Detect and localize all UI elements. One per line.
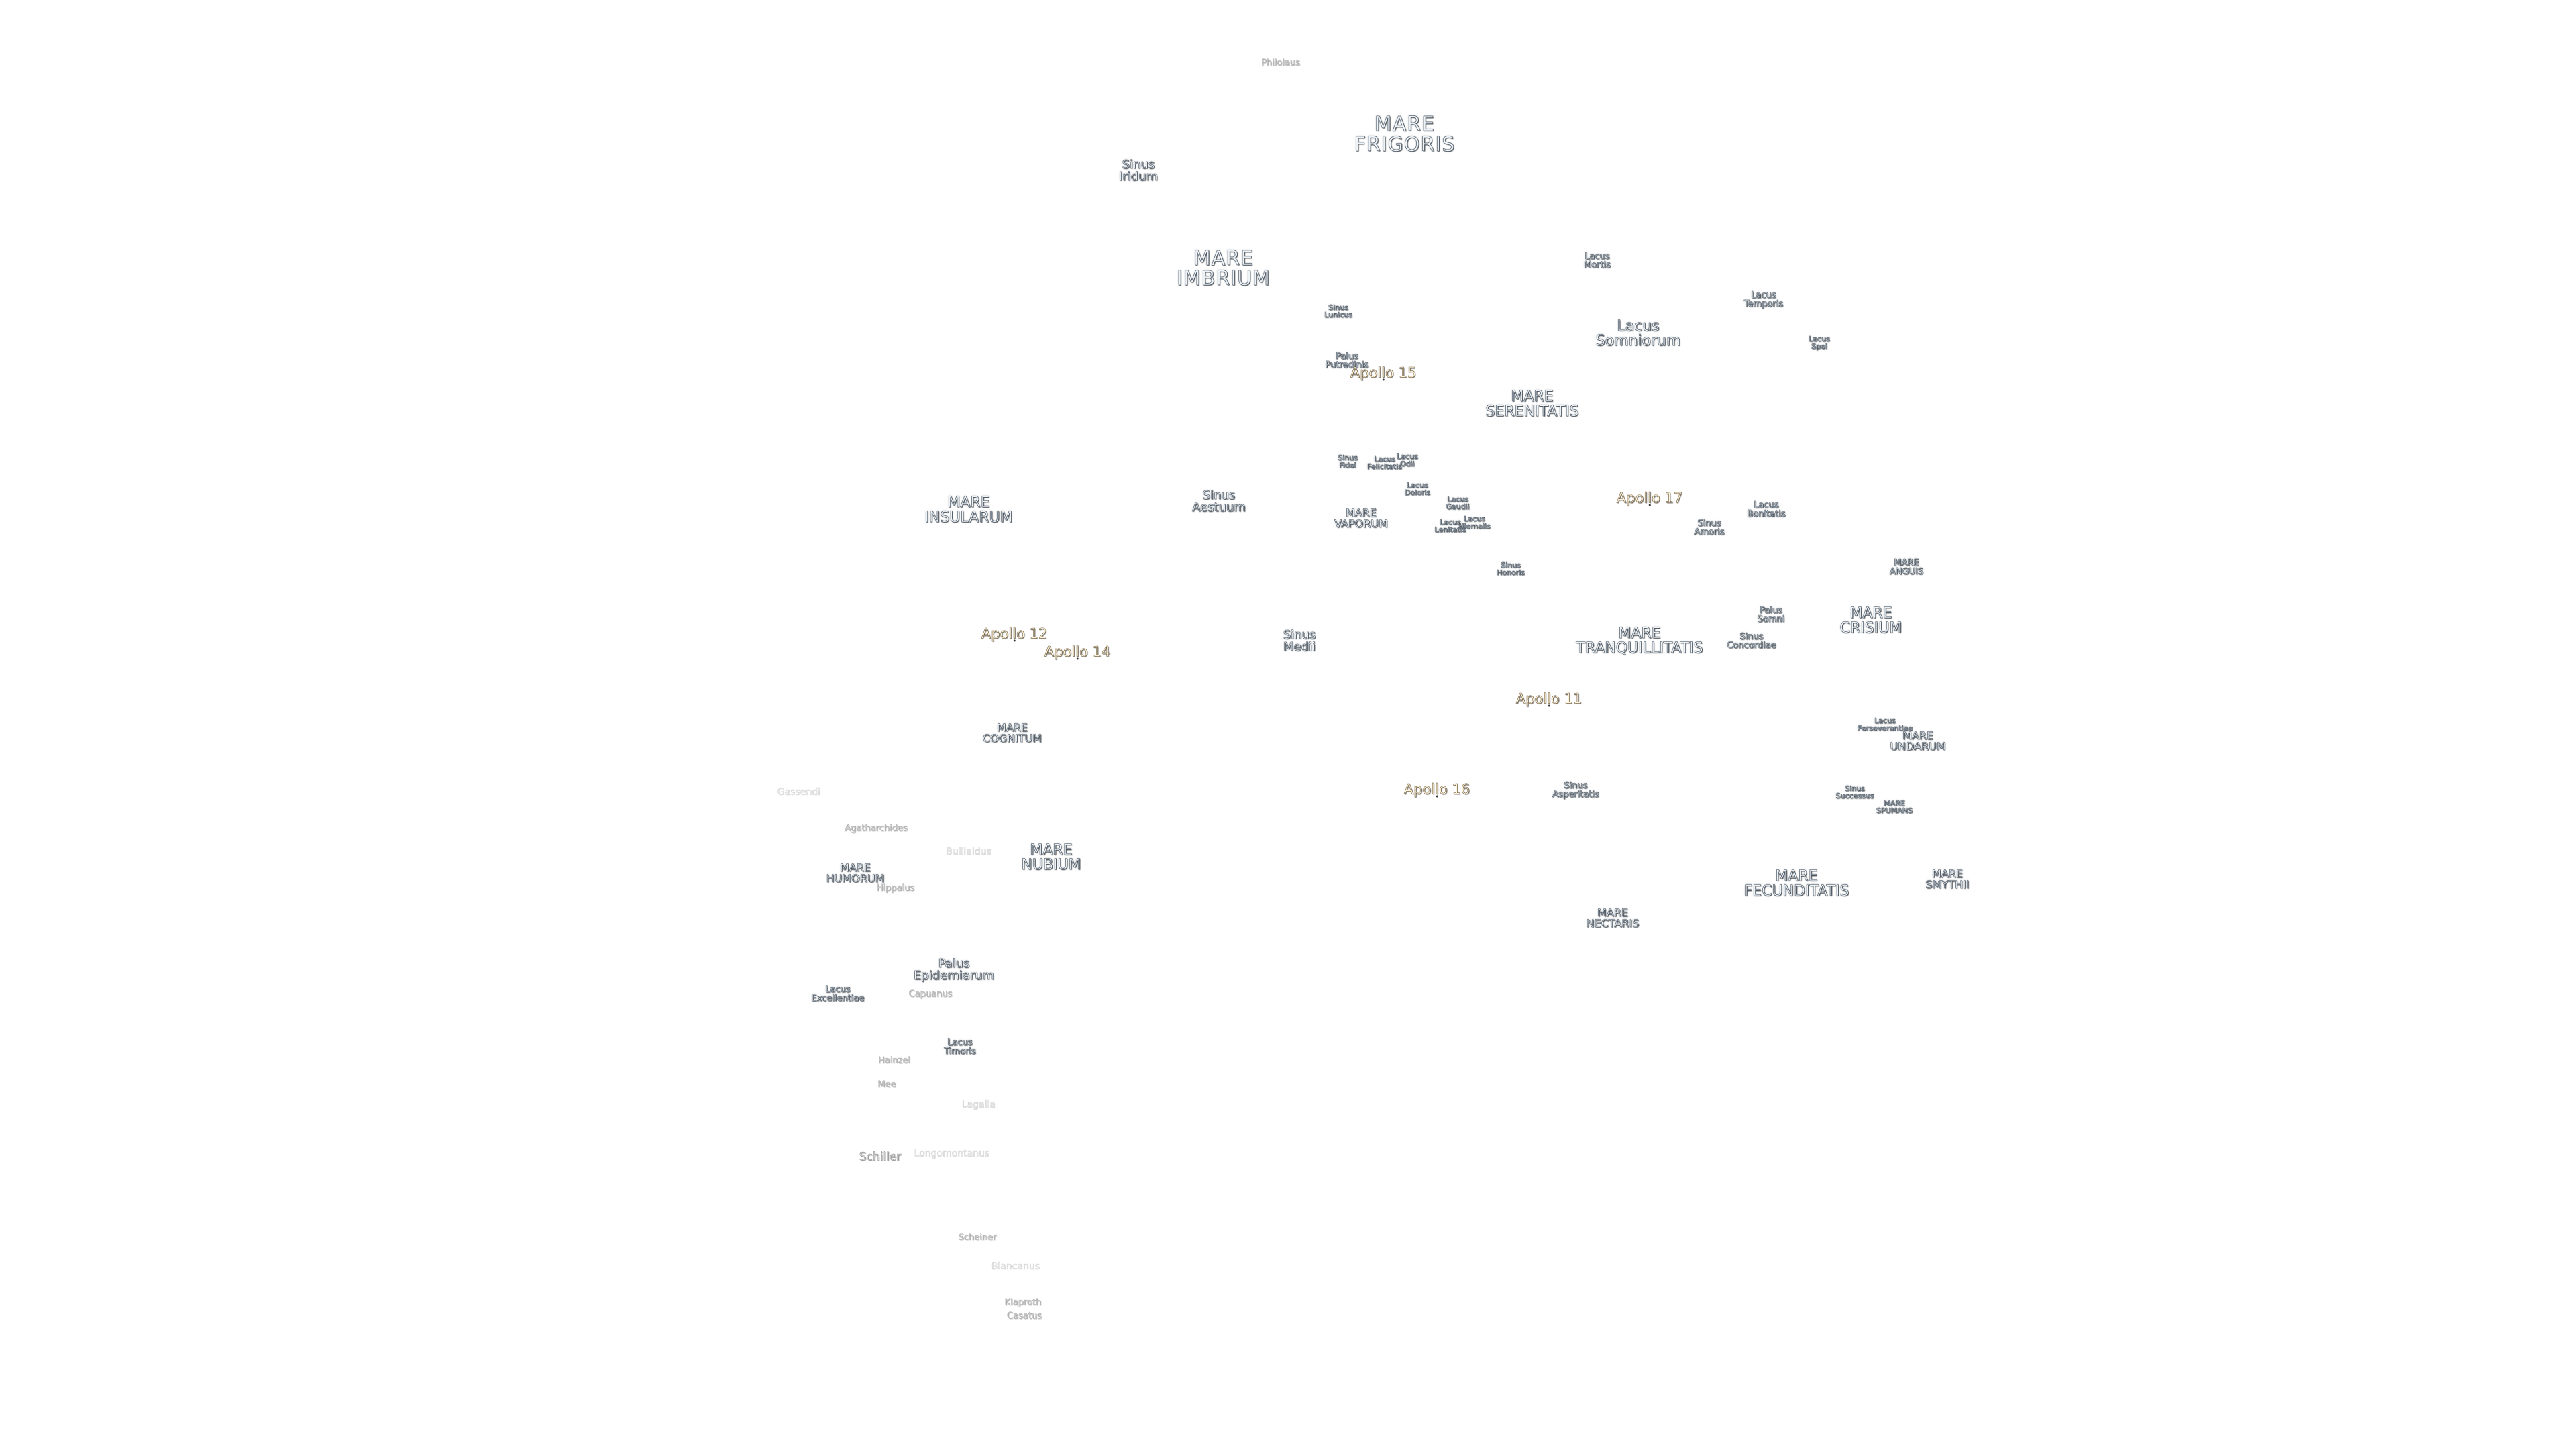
map-label-lacus-temporis: Lacus Temporis	[1743, 290, 1784, 309]
map-label-mare-spumans: MARE SPUMANS	[1876, 799, 1913, 815]
map-label-bullialdus: Bullialdus	[946, 847, 991, 857]
map-label-lacus-somniorum: Lacus Somniorum	[1595, 318, 1681, 350]
map-label-mare-smythii: MARE SMYTHII	[1925, 867, 1970, 891]
map-label-lagalla: Lagalla	[961, 1099, 996, 1110]
landing-site-apollo-16: Apollo 16	[1403, 781, 1470, 798]
map-label-sinus-fidei: Sinus Fidei	[1338, 453, 1358, 470]
map-label-hainzel: Hainzel	[877, 1055, 911, 1066]
map-label-lacus-hiemalis: Lacus Hiemalis	[1458, 515, 1491, 531]
map-label-schiller: Schiller	[859, 1150, 902, 1164]
map-label-sinus-medii: Sinus Medii	[1283, 628, 1316, 654]
map-label-mare-anguis: MARE ANGUIS	[1889, 558, 1924, 577]
map-label-lacus-timoris: Lacus Timoris	[944, 1038, 976, 1057]
map-label-lacus-felicitatis: Lacus Felicitatis	[1367, 455, 1402, 471]
map-label-mare-crisium: MARE CRISIUM	[1839, 605, 1902, 637]
map-label-sinus-concordiae: Sinus Concordiae	[1727, 632, 1776, 651]
map-label-casatus: Casatus	[1007, 1311, 1042, 1322]
landing-site-apollo-11: Apollo 11	[1515, 690, 1582, 707]
map-label-lacus-doloris: Lacus Doloris	[1404, 481, 1431, 497]
map-label-longomontanus: Longomontanus	[914, 1148, 990, 1159]
map-label-sinus-iridum: Sinus Iridum	[1118, 158, 1159, 184]
map-label-agatharchides: Agatharchides	[845, 823, 908, 834]
map-label-lacus-mortis: Lacus Mortis	[1584, 252, 1611, 270]
map-label-mare-vaporum: MARE VAPORUM	[1334, 506, 1388, 530]
map-label-lacus-excellentiae: Lacus Excellentiae	[811, 985, 865, 1004]
map-label-sinus-amoris: Sinus Amoris	[1694, 519, 1725, 537]
map-label-mare-imbrium: MARE IMBRIUM	[1177, 247, 1271, 290]
map-label-sinus-honoris: Sinus Honoris	[1496, 561, 1525, 577]
map-label-lacus-perseverantiae: Lacus Perseverantiae	[1857, 716, 1913, 733]
map-label-klaproth: Klaproth	[1004, 1297, 1042, 1308]
map-label-palus-somni: Palus Somni	[1757, 606, 1785, 625]
landing-site-apollo-14: Apollo 14	[1044, 643, 1111, 660]
map-label-mare-nubium: MARE NUBIUM	[1021, 842, 1081, 873]
map-label-mee: Mee	[877, 1079, 896, 1090]
map-label-hippalus: Hippalus	[876, 883, 915, 894]
map-label-lacus-lenitatis: Lacus Lenitatis	[1434, 518, 1466, 534]
map-label-lacus-gaudii: Lacus Gaudii	[1446, 495, 1470, 511]
landing-site-apollo-12: Apollo 12	[981, 625, 1048, 642]
map-label-mare-insularum: MARE INSULARUM	[924, 494, 1013, 526]
map-label-mare-frigoris: MARE FRIGORIS	[1354, 113, 1456, 156]
map-label-mare-nectaris: MARE NECTARIS	[1586, 906, 1640, 930]
map-label-sinus-successus: Sinus Successus	[1835, 784, 1874, 800]
map-label-palus-putredinis: Palus Putredinis	[1325, 352, 1369, 370]
map-label-blancanus: Blancanus	[991, 1261, 1040, 1272]
map-label-mare-undarum: MARE UNDARUM	[1890, 729, 1946, 753]
map-label-lacus-spei: Lacus Spei	[1809, 335, 1830, 351]
map-label-sinus-asperitatis: Sinus Asperitatis	[1552, 781, 1599, 800]
map-label-mare-cognitum: MARE COGNITUM	[982, 721, 1042, 745]
map-label-gassendi: Gassendi	[777, 787, 821, 798]
map-label-mare-humorum: MARE HUMORUM	[826, 861, 885, 885]
map-label-philolaus: Philolaus	[1261, 58, 1300, 68]
map-label-lacus-bonitatis: Lacus Bonitatis	[1747, 500, 1786, 519]
landing-site-apollo-15: Apollo 15	[1350, 364, 1417, 381]
map-label-capuanus: Capuanus	[908, 989, 953, 1000]
map-label-lacus-odii: Lacus Odii	[1397, 452, 1418, 468]
map-label-mare-tranquillitatis: MARE TRANQUILLITATIS	[1576, 625, 1703, 657]
map-label-sinus-lunicus: Sinus Lunicus	[1324, 303, 1352, 319]
map-label-sinus-aestuum: Sinus Aestuum	[1192, 488, 1246, 515]
landing-site-apollo-17: Apollo 17	[1616, 490, 1683, 506]
map-label-scheiner: Scheiner	[958, 1232, 997, 1243]
map-label-mare-serenitatis: MARE SERENITATIS	[1485, 388, 1579, 420]
map-label-palus-epidemiarum: Palus Epidemiarum	[913, 957, 995, 983]
map-label-mare-fecunditatis: MARE FECUNDITATIS	[1743, 868, 1849, 900]
